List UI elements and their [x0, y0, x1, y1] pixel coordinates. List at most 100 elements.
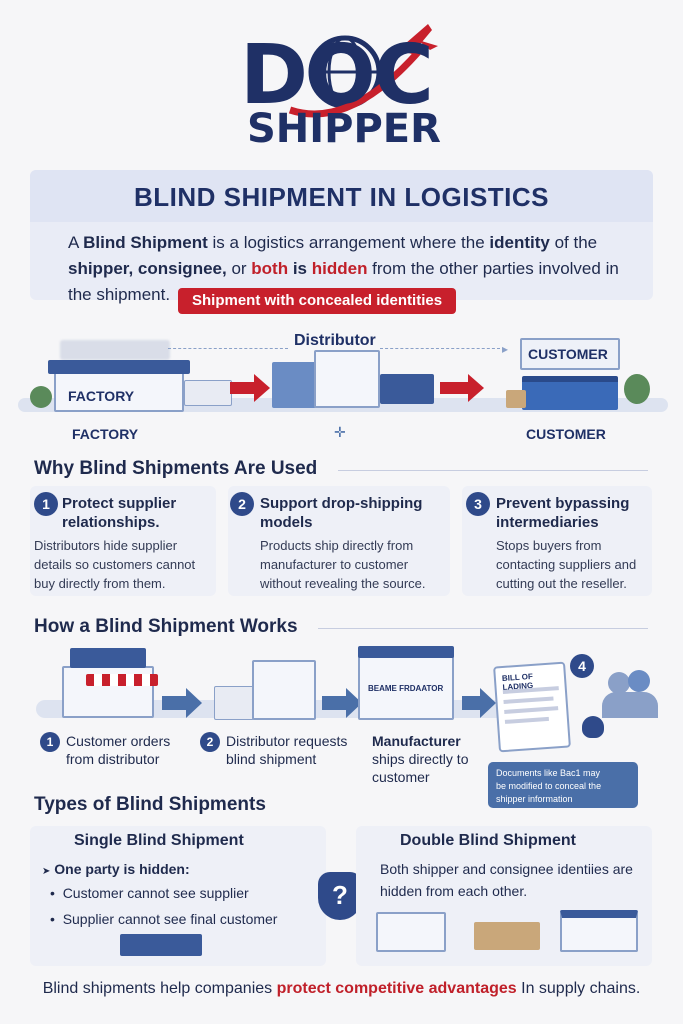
document-line — [504, 716, 550, 724]
reason-card: 2 Support drop-shipping models Products … — [228, 486, 450, 596]
document-line — [504, 706, 559, 714]
factory-building — [54, 372, 184, 412]
step-rest: ships directly to customer — [372, 751, 469, 785]
arrow-right-icon — [462, 688, 496, 718]
house-building — [560, 910, 638, 952]
move-icon: ✛ — [334, 424, 346, 440]
single-lead: ➤ One party is hidden: — [42, 861, 190, 877]
divider — [318, 628, 648, 629]
arrow-right-icon: ▸ — [502, 342, 509, 356]
store-roof — [70, 648, 146, 668]
tree-icon — [624, 374, 650, 404]
customer-label: CUSTOMER — [526, 426, 606, 442]
arrow-right-icon — [440, 374, 484, 402]
concealed-identities-tag: Shipment with concealed identities — [178, 288, 457, 314]
person-icon — [628, 670, 650, 692]
warehouse-building — [272, 362, 316, 408]
customer-sign: CUSTOMER — [528, 346, 608, 362]
truck-icon — [120, 934, 202, 956]
intro-part: is — [288, 259, 312, 278]
reason-body: Stops buyers from contacting suppliers a… — [496, 538, 637, 591]
intro-part: identity — [489, 233, 550, 252]
intro-part: hidden — [311, 259, 368, 278]
double-blind-box: Double Blind Shipment Both shipper and c… — [356, 826, 652, 966]
double-text: Both shipper and consignee identiies are… — [380, 861, 633, 899]
customer-store — [522, 376, 618, 410]
number-badge: 3 — [466, 492, 490, 516]
factory-roof — [48, 360, 190, 374]
single-bullet: • Customer cannot see supplier — [50, 885, 249, 901]
step-text: Customer orders from distributor — [66, 733, 171, 767]
arrow-right-icon — [162, 688, 202, 718]
single-title: Single Blind Shipment — [74, 832, 244, 849]
how-heading: How a Blind Shipment Works — [34, 616, 298, 637]
bullet-dot: • — [50, 911, 55, 927]
single-blind-box: Single Blind Shipment ➤ One party is hid… — [30, 826, 326, 966]
shield-check-icon — [582, 716, 604, 738]
document-note: Documents like Bac1 may be modified to c… — [488, 762, 638, 808]
page-title: BLIND SHIPMENT IN LOGISTICS — [133, 182, 550, 212]
truck-icon — [380, 374, 434, 404]
blind-shipment-flow: Distributor ▸ FACTORY CUSTOMER FACTORY ✛… — [8, 318, 675, 458]
warehouse-sign: BEAME FRDAATOR — [368, 684, 444, 693]
logo-doc-text: DOC — [240, 28, 434, 123]
intro-part: both — [251, 259, 289, 278]
factory-sign: FACTORY — [68, 388, 135, 404]
intro-part: is a logistics arrangement where the — [207, 233, 490, 252]
blurred-label — [60, 340, 170, 360]
reason-body: Products ship directly from manufacturer… — [260, 538, 426, 591]
logo-shipper-text: SHIPPER — [247, 106, 441, 152]
person-icon — [608, 672, 630, 694]
bullet-icon: ➤ — [42, 866, 51, 877]
distributor-label: Distributor — [294, 332, 376, 349]
divider — [338, 470, 648, 471]
customer-sign-board — [520, 338, 620, 370]
factory-building — [376, 912, 446, 952]
arrow-right-icon — [322, 688, 362, 718]
store-awning — [86, 674, 158, 686]
intro-part: Blind Shipment — [83, 233, 208, 252]
intro-text: A Blind Shipment is a logistics arrangem… — [68, 230, 628, 308]
double-title: Double Blind Shipment — [400, 832, 576, 849]
number-badge: 1 — [34, 492, 58, 516]
reason-body: Distributors hide supplier details so cu… — [34, 538, 196, 591]
single-bullet: • Supplier cannot see final customer — [50, 911, 278, 927]
intro-part: shipper, consignee, — [68, 259, 227, 278]
distributor-building — [314, 350, 380, 408]
factory-building — [252, 660, 316, 720]
why-heading: Why Blind Shipments Are Used — [34, 458, 318, 479]
step-badge: 1 — [40, 732, 60, 752]
types-heading: Types of Blind Shipments — [34, 794, 266, 815]
factory-label: FACTORY — [72, 426, 139, 442]
reason-title: Protect supplier relationships. — [62, 495, 177, 531]
dashed-line — [168, 348, 288, 349]
arrow-right-icon — [230, 374, 270, 402]
reason-title: Support drop-shipping models — [260, 495, 423, 531]
step-badge: 2 — [200, 732, 220, 752]
globe-plane-icon — [288, 24, 438, 118]
intro-part: A — [68, 233, 84, 252]
doc-shipper-logo: DOC SHIPPER — [0, 10, 683, 160]
manufacturer-building — [358, 654, 454, 720]
intro-part: of the — [549, 233, 598, 252]
how-illustration: BEAME FRDAATOR BILL OF LADING 4 — [22, 640, 662, 753]
people-body — [602, 692, 658, 718]
intro-panel: BLIND SHIPMENT IN LOGISTICS A Blind Ship… — [30, 170, 653, 304]
dashed-line — [380, 348, 500, 349]
factory-small — [214, 686, 254, 720]
bill-of-lading-document: BILL OF LADING — [493, 661, 571, 753]
title-band — [30, 170, 653, 222]
number-badge: 2 — [230, 492, 254, 516]
box-icon — [506, 390, 526, 408]
document-line — [503, 696, 554, 704]
note-text: Documents like Bac1 may be modified to c… — [496, 768, 602, 804]
reason-card: 1 Protect supplier relationships. Distri… — [30, 486, 216, 596]
manufacturer-roof — [358, 646, 454, 658]
reason-title: Prevent bypassing intermediaries — [496, 495, 630, 531]
reason-card: 3 Prevent bypassing intermediaries Stops… — [462, 486, 652, 596]
tree-icon — [30, 386, 52, 408]
truck-icon — [184, 380, 232, 406]
intro-part: from the other parties involved in the s… — [68, 259, 619, 304]
intro-part: or — [226, 259, 252, 278]
